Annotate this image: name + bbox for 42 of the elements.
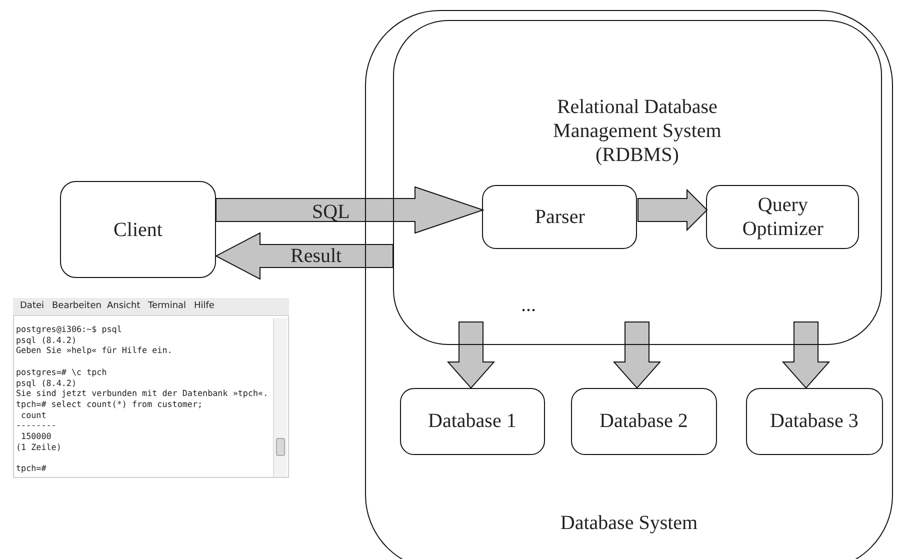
node-label: Database 2: [600, 409, 688, 434]
menu-item: Terminal: [148, 301, 186, 312]
terminal-line: postgres=# \c tpch: [16, 366, 107, 377]
edge-label: SQL: [312, 200, 350, 224]
terminal-line: tpch=#: [16, 463, 46, 474]
menu-item: Ansicht: [107, 301, 140, 312]
block-arrow: [612, 322, 662, 389]
node-label: Query Optimizer: [741, 193, 824, 242]
node-label: Parser: [534, 205, 585, 230]
system-box: [365, 10, 893, 559]
block-arrow: [638, 188, 708, 232]
database-box: [746, 388, 883, 455]
terminal-line: psql (8.4.2): [16, 334, 77, 345]
menu-item: Hilfe: [194, 301, 214, 312]
block-arrow: [446, 322, 496, 389]
terminal-line: Sie sind jetzt verbunden mit der Datenbank »tpch«.: [16, 388, 268, 398]
terminal-line: --------: [16, 420, 56, 430]
database-box: [570, 388, 717, 455]
node-label: Relational Database Management System (RDBMS): [552, 94, 722, 167]
edge-label: Result: [290, 244, 342, 268]
menu-item: Datei: [20, 301, 44, 312]
node-label: Database System: [560, 511, 698, 535]
database-box: [400, 388, 545, 455]
rdbms-box: [392, 20, 882, 345]
terminal-line: postgres@i306:~$ psql: [16, 324, 122, 334]
process-box: [482, 185, 638, 250]
terminal-line: (1 Zeile): [16, 442, 62, 452]
node-label: Database 1: [428, 409, 516, 434]
terminal-line: 150000: [21, 431, 52, 441]
block-arrow: [214, 232, 394, 280]
client-box: [60, 181, 216, 278]
terminal-line: count: [21, 410, 46, 420]
node-label: Client: [114, 218, 162, 242]
terminal-line: Geben Sie »help« für Hilfe ein.: [16, 345, 172, 356]
ellipsis-text: ...: [521, 293, 536, 317]
block-arrow: [216, 186, 485, 234]
process-box: [706, 185, 860, 250]
block-arrow: [782, 322, 830, 389]
node-label: Database 3: [770, 409, 858, 434]
terminal-line: tpch=# select count(*) from customer;: [16, 398, 203, 409]
menu-item: Bearbeiten: [52, 301, 102, 312]
terminal-line: psql (8.4.2): [16, 378, 77, 388]
